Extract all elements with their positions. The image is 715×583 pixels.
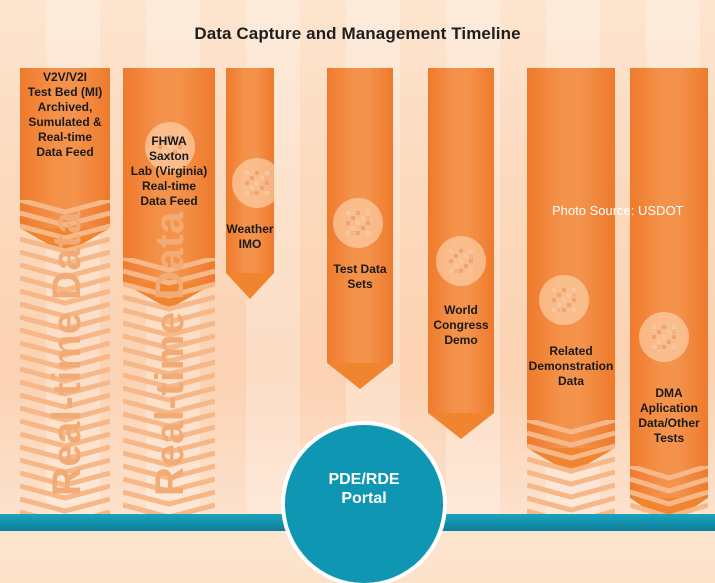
- timeline-item-body: [527, 68, 615, 448]
- timeline-item-chevron-trail: [20, 200, 110, 531]
- portal-line-1: PDE/RDE: [328, 471, 400, 488]
- timeline-item-chevron-trail: [630, 466, 708, 514]
- database-icon: [436, 236, 486, 286]
- label-line: DMA: [655, 386, 683, 400]
- label-line: Real-time: [37, 130, 93, 144]
- label-line: Tests: [653, 431, 685, 445]
- timeline-item-body: [123, 68, 215, 283]
- label-line: Data: [557, 374, 584, 388]
- label-line: World: [444, 303, 478, 317]
- diagram-title: Data Capture and Management Timeline: [194, 24, 521, 43]
- label-line: Real-time: [141, 179, 197, 193]
- label-line: Demo: [444, 333, 478, 347]
- timeline-item-chevron-trail: [527, 420, 615, 514]
- label-line: Test Bed (MI): [27, 85, 103, 99]
- database-icon: [539, 275, 589, 325]
- label-line: Archived,: [37, 100, 93, 114]
- label-line: Demonstration: [528, 359, 614, 373]
- label-line: Data Feed: [140, 194, 198, 208]
- label-line: Weather: [226, 222, 274, 236]
- timeline-item-7: [630, 68, 708, 524]
- timeline-item-body: [20, 68, 110, 228]
- label-line: FHWA: [151, 134, 187, 148]
- photo-credit: Photo Source: USDOT: [552, 203, 684, 218]
- timeline-item-arrowhead: [226, 273, 274, 299]
- portal-line-2: Portal: [341, 490, 387, 507]
- timeline-item-arrowhead: [428, 413, 494, 439]
- database-icon: [333, 198, 383, 248]
- watermark-realtime-data-2: Real-time Data: [148, 211, 192, 496]
- watermark-realtime-data-1: Real-time Data: [45, 211, 89, 496]
- timeline-item-body: [630, 68, 708, 498]
- label-line: Lab (Virginia): [130, 164, 208, 178]
- database-icon: [639, 312, 689, 362]
- database-icon: [232, 158, 282, 208]
- label-line: Data Feed: [36, 145, 94, 159]
- label-line: IMO: [238, 237, 262, 251]
- label-line: Sets: [347, 277, 373, 291]
- label-line: Saxton: [148, 149, 189, 163]
- label-line: Data/Other: [638, 416, 700, 430]
- label-line: Related: [549, 344, 593, 358]
- label-line: Aplication: [639, 401, 698, 415]
- timeline-item-arrowhead: [327, 363, 393, 389]
- label-line: Congress: [433, 318, 489, 332]
- label-line: Test Data: [333, 262, 387, 276]
- timeline-item-6: [527, 68, 615, 474]
- label-line: V2V/V2I: [42, 70, 88, 84]
- database-icon: [145, 122, 195, 172]
- pde-rde-portal[interactable]: PDE/RDE Portal: [285, 470, 443, 508]
- label-line: Sumulated &: [28, 115, 102, 129]
